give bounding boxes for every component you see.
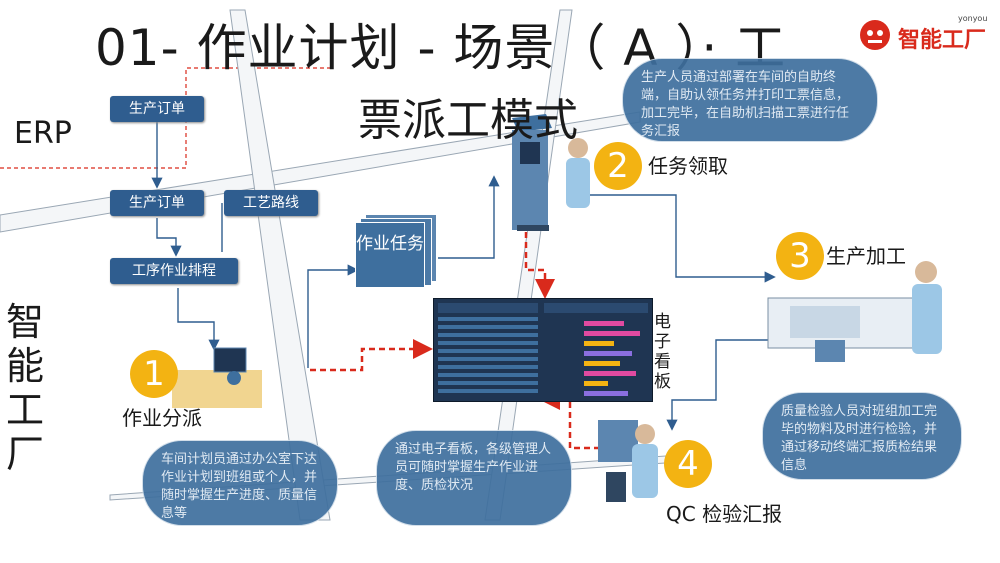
light-ray-3 — [229, 9, 331, 521]
dashboard-contents — [438, 303, 648, 396]
smart-factory-logo-icon — [858, 18, 892, 52]
task-document-stack: 作业任务 — [355, 214, 437, 292]
electronic-dashboard-screen — [433, 298, 653, 402]
step-3-label: 生产加工 — [826, 244, 906, 268]
qc-station — [598, 420, 658, 502]
step-1-badge: 1 — [130, 350, 178, 398]
callout-dispatch: 车间计划员通过办公室下达作业计划到班组或个人，并随时掌握生产进度、质量信息等 — [142, 440, 338, 526]
production-order-box-1: 生产订单 — [110, 96, 204, 122]
production-order-box-2: 生产订单 — [110, 190, 204, 216]
worker-figure-3 — [912, 261, 942, 354]
callout-qc: 质量检验人员对班组加工完毕的物料及时进行检验，并通过移动终端汇报质检结果信息 — [762, 392, 962, 480]
brand-text: yonyou — [958, 14, 988, 23]
worker-figure-2 — [566, 138, 590, 208]
step-2-badge: 2 — [594, 142, 642, 190]
dispatcher-workstation — [172, 347, 262, 408]
step-4-badge: 4 — [664, 440, 712, 488]
step-4-label: QC 检验汇报 — [666, 502, 783, 526]
side-label: 智能工厂 — [6, 300, 45, 476]
dashboard-label: 电子看板 — [654, 312, 671, 392]
erp-dashed-border — [0, 67, 330, 169]
self-service-terminal — [512, 114, 552, 231]
erp-label: ERP — [14, 116, 72, 151]
task-document-label: 作业任务 — [355, 222, 425, 288]
process-route-box: 工艺路线 — [224, 190, 318, 216]
machine-tool — [767, 297, 919, 362]
step-2-label: 任务领取 — [648, 154, 728, 178]
step-1-label: 作业分派 — [122, 406, 202, 430]
callout-dashboard: 通过电子看板，各级管理人员可随时掌握生产作业进度、质检状况 — [376, 430, 572, 526]
callout-task-claim: 生产人员通过部署在车间的自助终端，自助认领任务并打印工票信息，加工完毕，在自助机… — [622, 58, 878, 142]
step-3-badge: 3 — [776, 232, 824, 280]
page-title-line2: 票派工模式 — [358, 95, 578, 146]
logo-text: 智能工厂 — [898, 28, 987, 53]
operation-scheduling-box: 工序作业排程 — [110, 258, 238, 284]
